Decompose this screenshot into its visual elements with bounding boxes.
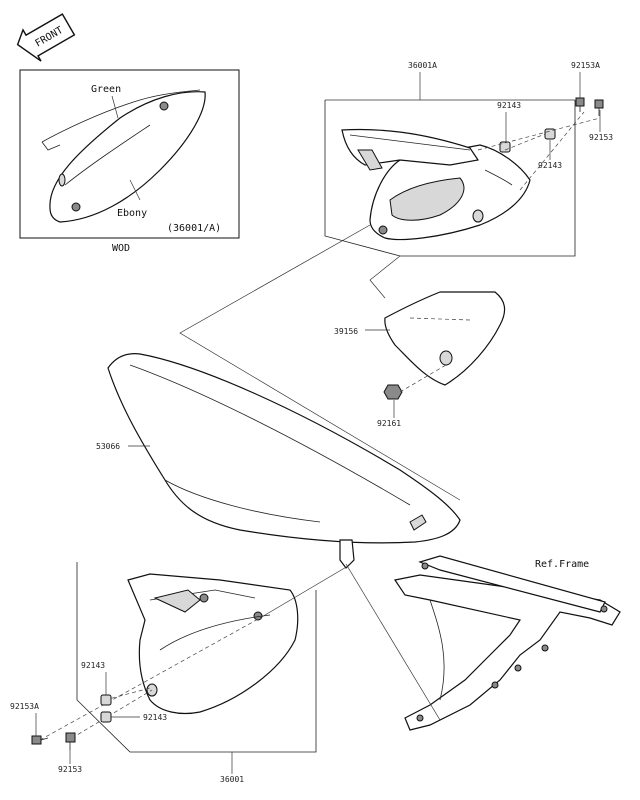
- rear-frame: [394, 555, 621, 731]
- label-92153a-bottom: 92153A: [10, 702, 39, 711]
- upper-side-cover: [341, 128, 531, 241]
- bolt-92153-bottom: [65, 732, 76, 750]
- label-92143-top: 92143: [497, 101, 521, 110]
- upper-group-box: [324, 100, 576, 257]
- label-92143-bottom: 92143: [81, 661, 105, 670]
- seat: [107, 353, 461, 569]
- bolt-92153a-top: [575, 97, 585, 112]
- variant-caption: WOD: [112, 243, 130, 254]
- variant-ref-code: (36001/A): [167, 223, 221, 234]
- label-53066: 53066: [96, 442, 120, 451]
- collar-92143-top: [499, 141, 511, 153]
- label-39156: 39156: [334, 327, 358, 336]
- color-ebony-label: Ebony: [117, 208, 147, 219]
- label-92143-top2: 92143: [538, 161, 562, 170]
- label-92153-top: 92153: [589, 133, 613, 142]
- lower-group-box: [76, 562, 317, 753]
- label-36001a: 36001A: [408, 61, 437, 70]
- variant-side-cover: [41, 89, 206, 223]
- color-green-label: Green: [91, 84, 121, 95]
- collar-92143-bottom2: [100, 711, 112, 723]
- bolt-92153a-bottom: [31, 735, 49, 745]
- bolt-92153-top: [594, 99, 604, 116]
- nut-92161: [383, 384, 403, 400]
- variant-box: [19, 69, 240, 239]
- collar-92143-bottom: [100, 694, 112, 706]
- label-92143-bottom2: 92143: [143, 713, 167, 722]
- label-92161: 92161: [377, 419, 401, 428]
- heat-shield: [384, 291, 506, 386]
- label-92153a-top: 92153A: [571, 61, 600, 70]
- label-ref-frame: Ref.Frame: [535, 559, 589, 570]
- label-36001: 36001: [220, 775, 244, 784]
- label-92153-bottom: 92153: [58, 765, 82, 774]
- front-arrow-icon: FRONT: [16, 13, 76, 62]
